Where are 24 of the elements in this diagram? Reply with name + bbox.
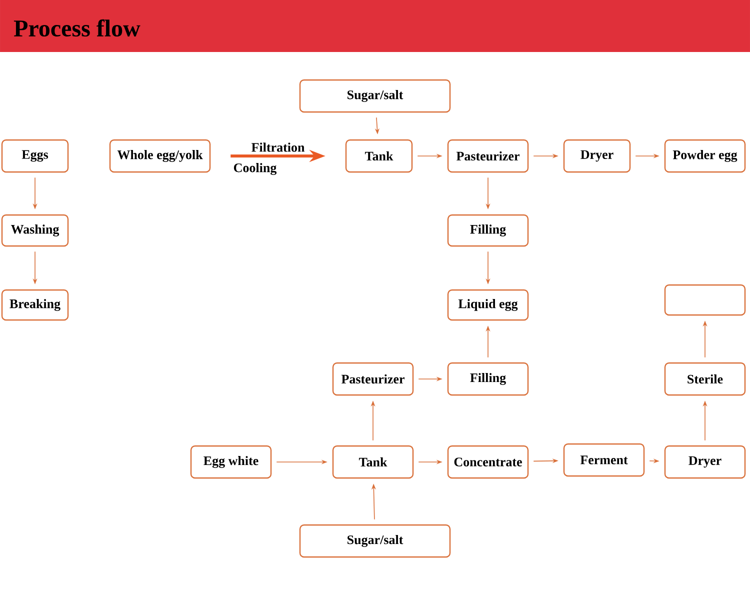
process-box: Washing	[1, 214, 69, 247]
title-banner: Process flow	[0, 0, 750, 52]
process-box: Egg white	[190, 445, 272, 479]
process-box: Filling	[447, 214, 529, 247]
process-note: Cooling	[234, 163, 277, 175]
process-box: Pasteurizer	[332, 362, 414, 396]
edge-label: Filtration	[252, 142, 305, 152]
process-box: Filling	[447, 362, 529, 396]
process-box: Tank	[345, 139, 413, 173]
process-box: Tank	[332, 445, 414, 479]
process-box: Ferment	[563, 443, 645, 477]
process-box: Breaking	[1, 289, 69, 321]
process-box: Concentrate	[447, 445, 529, 479]
process-box: Sugar/salt	[299, 79, 451, 113]
process-box: Sterile	[664, 362, 746, 396]
process-box: Pasteurizer	[447, 139, 529, 173]
process-box: Whole egg/yolk	[109, 139, 211, 173]
process-box: Eggs	[1, 139, 69, 173]
empty-box	[664, 284, 746, 316]
process-box: Powder egg	[664, 139, 746, 173]
process-box: Liquid egg	[447, 289, 529, 321]
process-box: Sugar/salt	[299, 524, 451, 558]
process-box: Dryer	[664, 445, 746, 479]
process-box: Dryer	[563, 139, 631, 173]
